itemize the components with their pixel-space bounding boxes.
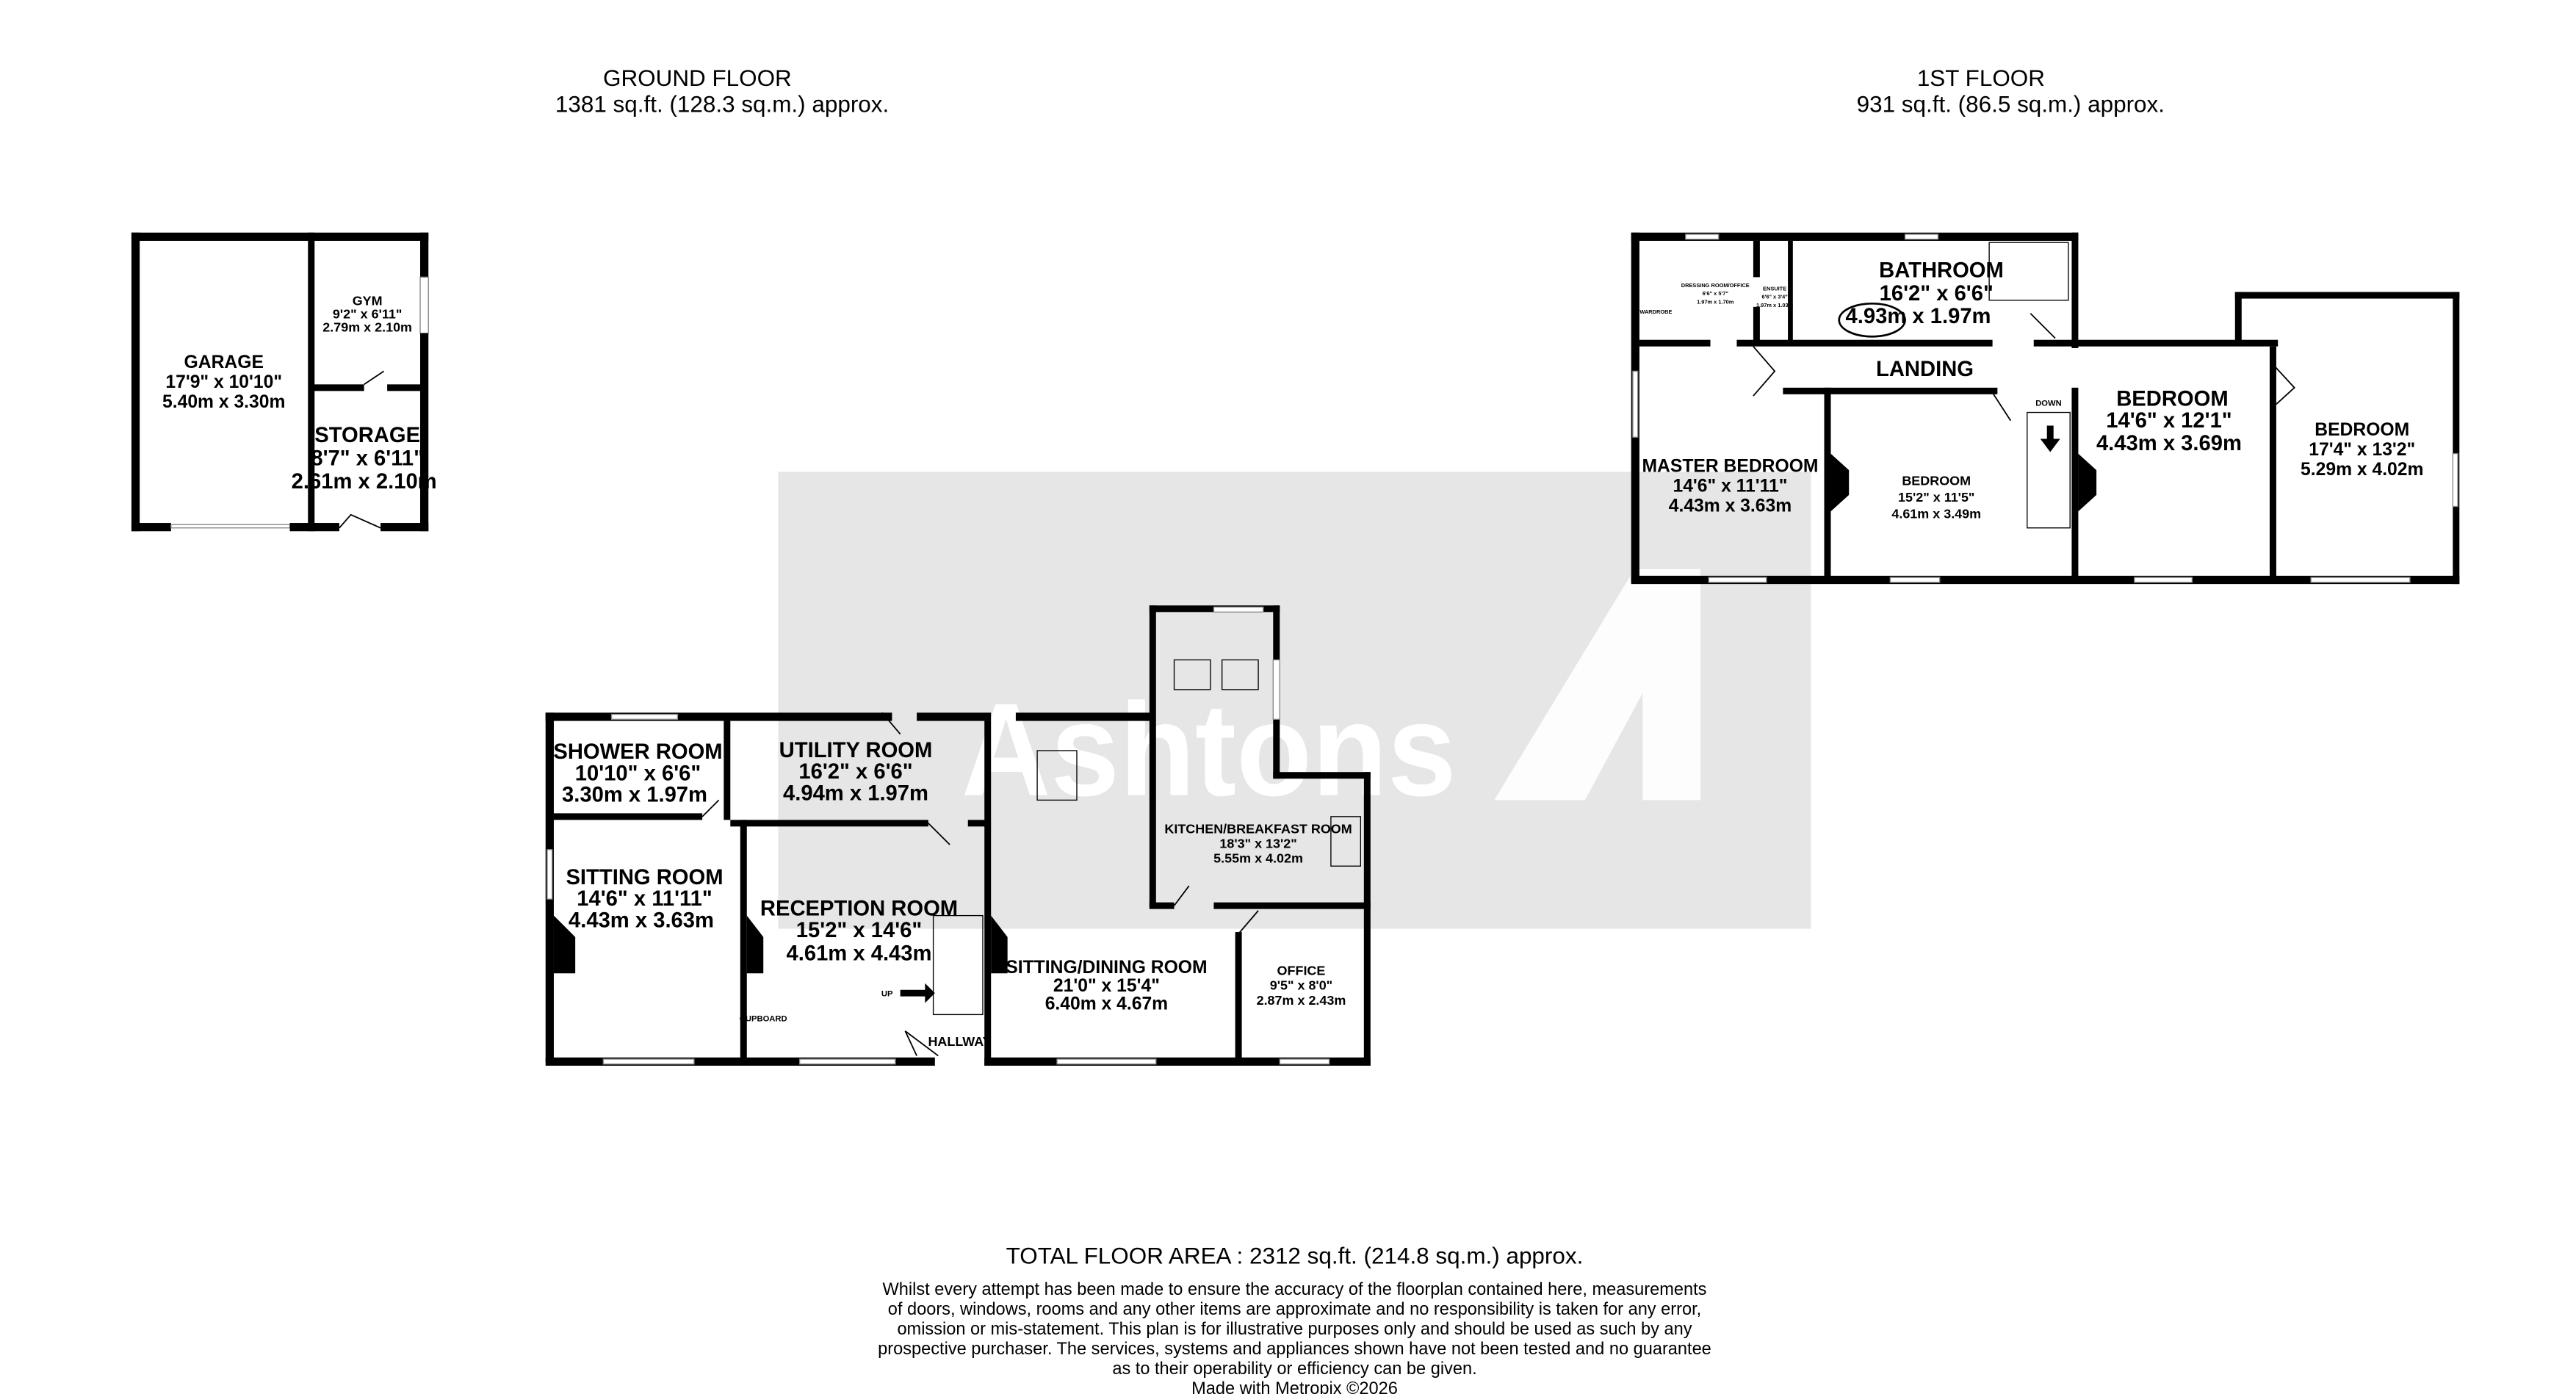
first-floor-area: 931 sq.ft. (86.5 sq.m.) approx. xyxy=(1857,92,2165,118)
room-metric: 2.87m x 2.43m xyxy=(1257,993,1346,1008)
room-name: UTILITY ROOM xyxy=(779,739,933,762)
garage-block xyxy=(131,232,429,532)
room-imperial: 17'4" x 13'2" xyxy=(2309,440,2415,460)
ground-floor-area: 1381 sq.ft. (128.3 sq.m.) approx. xyxy=(555,92,889,118)
room-name: STORAGE xyxy=(314,424,420,447)
room-metric: 2.79m x 2.10m xyxy=(322,319,412,334)
room-imperial: 14'6" x 11'11" xyxy=(1673,476,1787,496)
room-metric: 5.40m x 3.30m xyxy=(162,392,285,412)
room-metric: 4.94m x 1.97m xyxy=(783,781,928,805)
room-metric: 4.93m x 1.97m xyxy=(1846,305,1991,328)
room-metric: 4.61m x 4.43m xyxy=(787,942,932,965)
room-name: OFFICE xyxy=(1277,963,1326,978)
room-imperial: 14'6" x 12'1" xyxy=(2106,409,2232,433)
stairs-down-label: DOWN xyxy=(2035,400,2062,408)
room-name: BATHROOM xyxy=(1879,259,2004,282)
room-imperial: 8'7" x 6'11" xyxy=(311,447,424,470)
room-name: SHOWER ROOM xyxy=(553,740,722,764)
hallway-label: HALLWAY xyxy=(928,1034,991,1049)
ground-floor-title: GROUND FLOOR xyxy=(603,65,792,91)
room-metric: 5.55m x 4.02m xyxy=(1213,851,1303,866)
room-imperial: 16'2" x 6'6" xyxy=(1880,282,1994,306)
stairs-up-label: UP xyxy=(881,990,893,999)
disclaimer-line: prospective purchaser. The services, sys… xyxy=(878,1339,1711,1358)
room-name: BEDROOM xyxy=(2116,388,2228,411)
room-imperial: 15'2" x 14'6" xyxy=(796,919,922,942)
room-imperial: 10'10" x 6'6" xyxy=(575,762,701,785)
room-imperial: 14'6" x 11'11" xyxy=(577,887,712,911)
room-imperial: 15'2" x 11'5" xyxy=(1898,490,1974,505)
disclaimer-line: Whilst every attempt has been made to en… xyxy=(883,1279,1707,1299)
disclaimer-line: omission or mis-statement. This plan is … xyxy=(897,1319,1692,1338)
room-name: GYM xyxy=(353,294,383,308)
room-imperial: 9'5" x 8'0" xyxy=(1270,978,1332,993)
room-metric: 2.61m x 2.10m xyxy=(292,470,437,494)
room-name: GARAGE xyxy=(184,353,264,372)
room-name: BEDROOM xyxy=(2315,420,2409,440)
room-metric: 1.97m x 1.03m xyxy=(1756,302,1794,308)
room-metric: 1.97m x 1.70m xyxy=(1697,298,1734,305)
room-metric: 4.43m x 3.63m xyxy=(1669,496,1792,516)
room-name: MASTER BEDROOM xyxy=(1642,456,1818,476)
room-name: RECEPTION ROOM xyxy=(760,898,958,921)
room-name: DRESSING ROOM/OFFICE xyxy=(1681,282,1750,289)
room-imperial: 6'6" x 5'7" xyxy=(1703,290,1729,297)
total-floor-area: TOTAL FLOOR AREA : 2312 sq.ft. (214.8 sq… xyxy=(1006,1243,1584,1269)
room-imperial: 9'2" x 6'11" xyxy=(333,307,402,322)
room-imperial: 17'9" x 10'10" xyxy=(165,372,282,392)
room-metric: 3.30m x 1.97m xyxy=(562,784,707,807)
cupboard-label: CUPBOARD xyxy=(740,1014,787,1023)
room-name: SITTING ROOM xyxy=(566,866,723,889)
first-floor-title: 1ST FLOOR xyxy=(1917,65,2045,91)
room-imperial: 6'6" x 3'4" xyxy=(1761,294,1788,300)
room-imperial: 16'2" x 6'6" xyxy=(798,760,912,784)
room-metric: 4.61m x 3.49m xyxy=(1891,506,1981,521)
wardrobe-label: WARDROBE xyxy=(1639,308,1672,315)
disclaimer-line: of doors, windows, rooms and any other i… xyxy=(888,1299,1701,1318)
first-floor-walls xyxy=(1631,232,2460,585)
room-metric: 6.40m x 4.67m xyxy=(1045,994,1168,1014)
room-metric: 4.43m x 3.63m xyxy=(569,909,714,932)
room-name: ENSUITE xyxy=(1763,285,1786,292)
room-imperial: 18'3" x 13'2" xyxy=(1219,837,1296,851)
room-name: KITCHEN/BREAKFAST ROOM xyxy=(1164,821,1352,836)
credit: Made with Metropix ©2026 xyxy=(1191,1379,1398,1394)
landing-label: LANDING xyxy=(1876,358,1974,381)
room-metric: 4.43m x 3.69m xyxy=(2096,432,2242,455)
room-name: BEDROOM xyxy=(1902,473,1971,488)
room-name: SITTING/DINING ROOM xyxy=(1006,958,1207,978)
disclaimer-line: as to their operability or efficiency ca… xyxy=(1112,1359,1476,1378)
room-imperial: 21'0" x 15'4" xyxy=(1053,976,1160,996)
room-metric: 5.29m x 4.02m xyxy=(2301,460,2423,480)
watermark-text: Ashtons xyxy=(962,676,1457,824)
ground-floor-walls xyxy=(545,605,1371,1066)
